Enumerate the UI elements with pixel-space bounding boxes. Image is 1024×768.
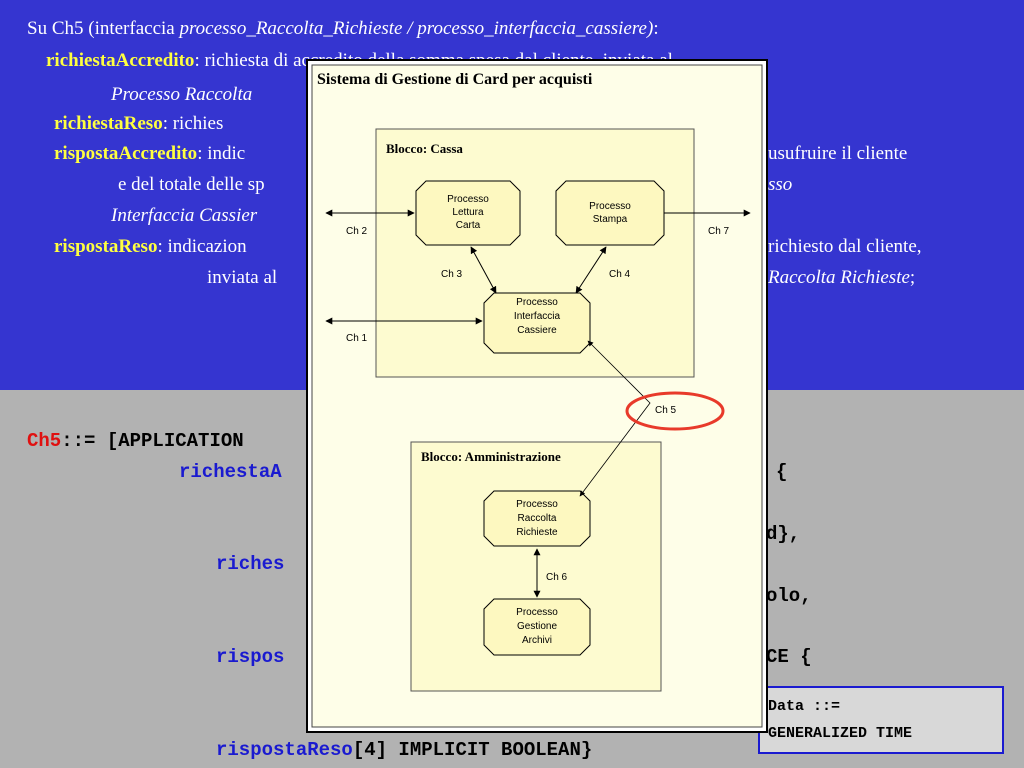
data-type-box: Data ::= GENERALIZED TIME [758, 686, 1004, 754]
data-type-line-2: GENERALIZED TIME [768, 725, 913, 742]
svg-text:Archivi: Archivi [522, 635, 552, 646]
text-line-9: inviata al [207, 267, 278, 288]
arrow-ch4 [575, 246, 607, 294]
label-ch7: Ch 7 [708, 226, 730, 237]
diagram-window: Sistema di Gestione di Card per acquisti… [306, 59, 768, 733]
text-line-4: richiestaReso: richies [54, 113, 224, 134]
svg-text:Processo: Processo [447, 194, 489, 205]
code-richesta: richestaA [179, 461, 282, 483]
text-line-8-right: richiesto dal cliente, [768, 236, 922, 257]
svg-text:Gestione: Gestione [517, 621, 557, 632]
text-line-7: Interfaccia Cassier [111, 205, 258, 226]
process-gestione-archivi: Processo Gestione Archivi [483, 598, 591, 656]
svg-text:Processo: Processo [516, 297, 558, 308]
code-ce: CE { [766, 646, 812, 668]
svg-text:Carta: Carta [456, 220, 481, 231]
code-card: d}, [766, 523, 801, 545]
svg-text:Cassiere: Cassiere [517, 325, 557, 336]
text-line-3: Processo Raccolta [111, 84, 253, 105]
label-ch3: Ch 3 [441, 269, 463, 280]
svg-text:Raccolta: Raccolta [518, 513, 557, 524]
code-line-ch5: Ch5::= [APPLICATION [27, 430, 244, 452]
svg-text:Stampa: Stampa [593, 214, 628, 225]
svg-text:Processo: Processo [516, 607, 558, 618]
blocco-admin-label: Blocco: Amministrazione [421, 449, 561, 464]
label-ch6: Ch 6 [546, 572, 568, 583]
svg-text:Richieste: Richieste [516, 527, 558, 538]
svg-text:Lettura: Lettura [452, 207, 484, 218]
text-line-5: rispostaAccredito: indic [54, 143, 246, 164]
highlight-circle-ch5 [625, 391, 725, 431]
code-brace: { [776, 461, 788, 483]
arrow-ch5 [579, 340, 651, 497]
label-ch5: Ch 5 [655, 405, 677, 416]
svg-text:Processo: Processo [589, 201, 631, 212]
process-raccolta-richieste: Processo Raccolta Richieste [483, 490, 591, 547]
label-ch1: Ch 1 [346, 333, 368, 344]
code-risposta-reso: rispostaReso[4] IMPLICIT BOOLEAN} [216, 739, 593, 761]
text-line-6: e del totale delle sp [118, 174, 265, 195]
diagram-title: Sistema di Gestione di Card per acquisti [317, 71, 593, 88]
svg-text:Interfaccia: Interfaccia [514, 311, 561, 322]
code-olo: olo, [766, 585, 812, 607]
diagram-canvas: Sistema di Gestione di Card per acquisti… [311, 64, 763, 728]
arrow-ch3 [470, 246, 497, 294]
process-lettura-carta: Processo Lettura Carta [415, 180, 521, 246]
blocco-cassa-label: Blocco: Cassa [386, 141, 463, 156]
code-riches: riches [216, 553, 285, 575]
text-line-6-right: sso [768, 174, 793, 195]
text-line-5-right: usufruire il cliente [768, 143, 908, 164]
code-rispos: rispos [216, 646, 285, 668]
process-interfaccia-cassiere: Processo Interfaccia Cassiere [483, 292, 591, 354]
label-ch2: Ch 2 [346, 226, 368, 237]
svg-text:Processo: Processo [516, 499, 558, 510]
process-stampa: Processo Stampa [555, 180, 665, 246]
data-type-line-1: Data ::= [768, 698, 841, 715]
label-ch4: Ch 4 [609, 269, 631, 280]
text-line-1: Su Ch5 (interfaccia processo_Raccolta_Ri… [27, 18, 659, 39]
text-line-9-right: Raccolta Richieste; [768, 267, 916, 288]
text-line-8: rispostaReso: indicazion [54, 236, 247, 257]
